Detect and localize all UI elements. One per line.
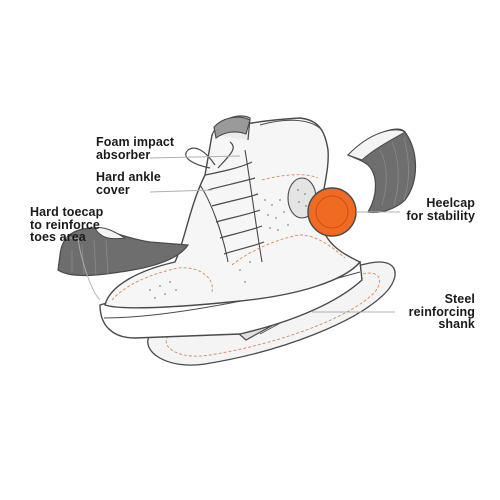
label-hard-ankle-cover: Hard ankle cover	[96, 171, 161, 196]
label-shank-line1: Steel	[444, 292, 475, 306]
hard-ankle-cover	[213, 116, 251, 139]
label-toecap-line2: to reinforce	[30, 217, 100, 232]
leader-toecap	[60, 237, 101, 301]
heelcap	[346, 128, 417, 214]
hard-toecap	[57, 227, 190, 277]
label-heelcap-line2: for stability	[406, 208, 475, 223]
label-toecap-line3: toes area	[30, 230, 86, 244]
label-heelcap-line1: Heelcap	[426, 196, 475, 210]
label-foam-impact-absorber: Foam impact absorber	[96, 136, 174, 161]
label-toecap-line1: Hard toecap	[30, 205, 104, 219]
label-ankle-line2: cover	[96, 182, 130, 197]
leader-lines	[60, 155, 400, 313]
label-heelcap: Heelcap for stability	[406, 197, 475, 222]
leader-foam	[149, 155, 241, 159]
label-steel-shank: Steel reinforcing shank	[409, 293, 475, 331]
label-foam-line1: Foam impact	[96, 135, 175, 149]
label-shank-line2: reinforcing	[408, 304, 475, 319]
label-hard-toecap: Hard toecap to reinforce toes area	[30, 206, 103, 244]
heelcap-disc	[307, 187, 357, 237]
label-shank-line3: shank	[438, 317, 475, 331]
label-ankle-line1: Hard ankle	[96, 170, 161, 184]
leader-ankle	[149, 189, 213, 193]
label-foam-line2: absorber	[96, 147, 151, 162]
